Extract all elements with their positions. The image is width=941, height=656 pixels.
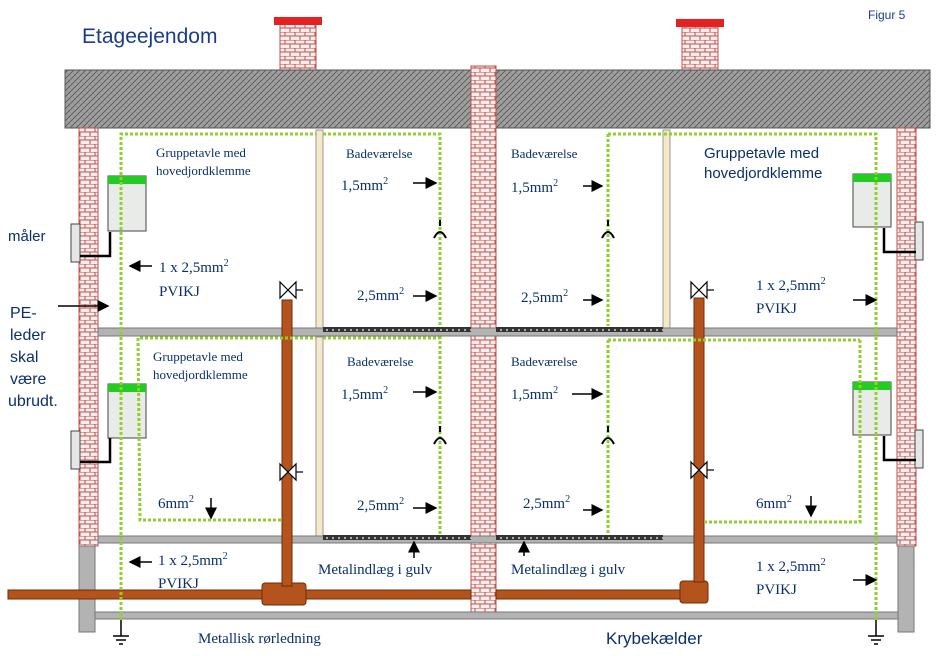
pvikj-size: 1 x 2,5mm2 <box>159 258 229 276</box>
pe-note-line: være <box>10 371 47 388</box>
wire-size-1-5: 1,5mm2 <box>511 178 558 196</box>
shower-icon <box>433 220 615 445</box>
wire-size-2-5: 2,5mm2 <box>523 494 570 512</box>
group-panel-label: hovedjordklemme <box>156 163 251 178</box>
group-panel-label: hovedjordklemme <box>704 165 822 182</box>
meter-label: måler <box>8 228 46 245</box>
pe-note-line: PE- <box>10 305 37 322</box>
ground-icon <box>113 620 884 645</box>
bathroom-label: Badeværelse <box>511 354 578 369</box>
metal-insert-lower-right <box>496 535 663 540</box>
valve-icon <box>279 280 714 482</box>
group-panel-label: Gruppetavle med <box>156 145 246 160</box>
wire-size-2-5: 2,5mm2 <box>521 288 568 306</box>
wire-size-1-5: 1,5mm2 <box>341 385 388 403</box>
wire-size-2-5: 2,5mm2 <box>357 496 404 514</box>
foundation-left <box>78 545 96 633</box>
pe-note-line: leder <box>10 327 46 344</box>
bathroom-label: Badeværelse <box>511 146 578 161</box>
pvikj-label: PVIKJ <box>756 582 797 598</box>
crawl-floor <box>94 611 899 620</box>
right-outer-wall <box>896 127 917 547</box>
wire-size-1-5: 1,5mm2 <box>511 385 558 403</box>
bathroom-label: Badeværelse <box>346 146 413 161</box>
roof <box>64 69 931 129</box>
metal-pipe-label: Metallisk rørledning <box>198 631 321 647</box>
left-chimney <box>274 17 322 72</box>
diagram-title: Etageejendom <box>82 25 217 48</box>
partition-wall <box>315 129 324 331</box>
pe-note-line: ubrudt. <box>8 393 58 410</box>
foundation-right <box>897 545 915 633</box>
pvikj-size: 1 x 2,5mm2 <box>756 276 826 294</box>
partition-wall <box>315 336 324 538</box>
pvikj-size: 1 x 2,5mm2 <box>158 551 228 569</box>
wire-size-6: 6mm2 <box>756 494 792 512</box>
metal-insert-upper-left <box>323 327 471 332</box>
pe-note-line: skal <box>10 349 38 366</box>
pvikj-label: PVIKJ <box>158 576 199 592</box>
metal-pipe <box>7 297 709 606</box>
right-chimney <box>676 19 724 72</box>
pe-conductor <box>119 132 878 620</box>
metal-insert-label: Metalindlæg i gulv <box>511 562 626 578</box>
metal-insert-label: Metalindlæg i gulv <box>318 562 433 578</box>
pvikj-size: 1 x 2,5mm2 <box>756 557 826 575</box>
bathroom-label: Badeværelse <box>347 354 414 369</box>
group-panel-label: Gruppetavle med <box>704 145 819 162</box>
partition-wall <box>662 129 671 331</box>
wire-size-6: 6mm2 <box>158 494 194 512</box>
wire-size-2-5: 2,5mm2 <box>357 286 404 304</box>
crawl-space-label: Krybekælder <box>606 629 703 648</box>
middle-fire-wall <box>470 65 497 613</box>
figure-label: Figur 5 <box>868 8 906 22</box>
left-outer-wall <box>78 127 99 547</box>
pointer-arrows <box>58 177 878 586</box>
meter-icon <box>70 221 924 470</box>
group-panel-label: Gruppetavle med <box>153 349 243 364</box>
supply-wire <box>80 228 916 464</box>
pvikj-label: PVIKJ <box>756 301 797 317</box>
metal-insert-upper-right <box>496 327 663 332</box>
group-panel-label: hovedjordklemme <box>153 367 248 382</box>
wire-size-1-5: 1,5mm2 <box>341 176 388 194</box>
metal-insert-lower-left <box>323 535 471 540</box>
pvikj-label: PVIKJ <box>159 284 200 300</box>
